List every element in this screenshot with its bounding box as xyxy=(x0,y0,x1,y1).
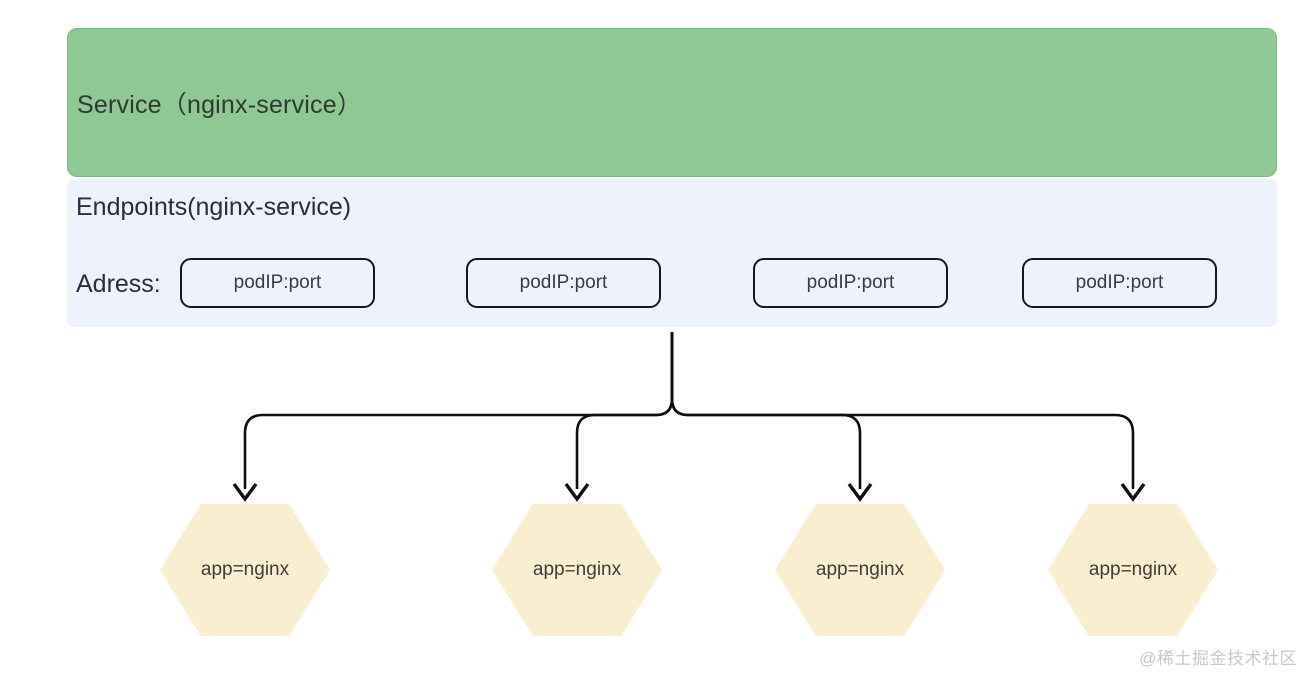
pod-label: app=nginx xyxy=(815,559,905,580)
arrow-line xyxy=(670,332,1135,489)
pod-label: app=nginx xyxy=(1088,559,1178,580)
endpoints-title: Endpoints(nginx-service) xyxy=(76,193,352,221)
endpoint-address-box: podIP:port xyxy=(1022,258,1217,308)
service-title: Service（nginx-service） xyxy=(77,90,363,119)
arrowhead-icon xyxy=(232,482,258,502)
endpoint-address-box: podIP:port xyxy=(466,258,661,308)
watermark: @稀土掘金技术社区 xyxy=(1139,649,1297,668)
arrowhead-icon xyxy=(847,482,873,502)
endpoints-panel: Endpoints(nginx-service) Adress: podIP:p… xyxy=(67,179,1277,327)
endpoint-address-box: podIP:port xyxy=(753,258,948,308)
pod-hexagon: app=nginx xyxy=(492,504,662,636)
endpoint-address-box: podIP:port xyxy=(180,258,375,308)
pod-hexagon: app=nginx xyxy=(1048,504,1218,636)
address-label: Adress: xyxy=(76,270,161,298)
arrow-line xyxy=(243,332,674,489)
arrowhead-icon xyxy=(1120,482,1146,502)
arrow-line xyxy=(670,332,862,489)
pod-label: app=nginx xyxy=(532,559,622,580)
pod-label: app=nginx xyxy=(200,559,290,580)
service-box: Service（nginx-service） xyxy=(67,28,1277,177)
pod-hexagon: app=nginx xyxy=(160,504,330,636)
arrowhead-icon xyxy=(564,482,590,502)
arrow-line xyxy=(575,332,674,489)
pod-hexagon: app=nginx xyxy=(775,504,945,636)
